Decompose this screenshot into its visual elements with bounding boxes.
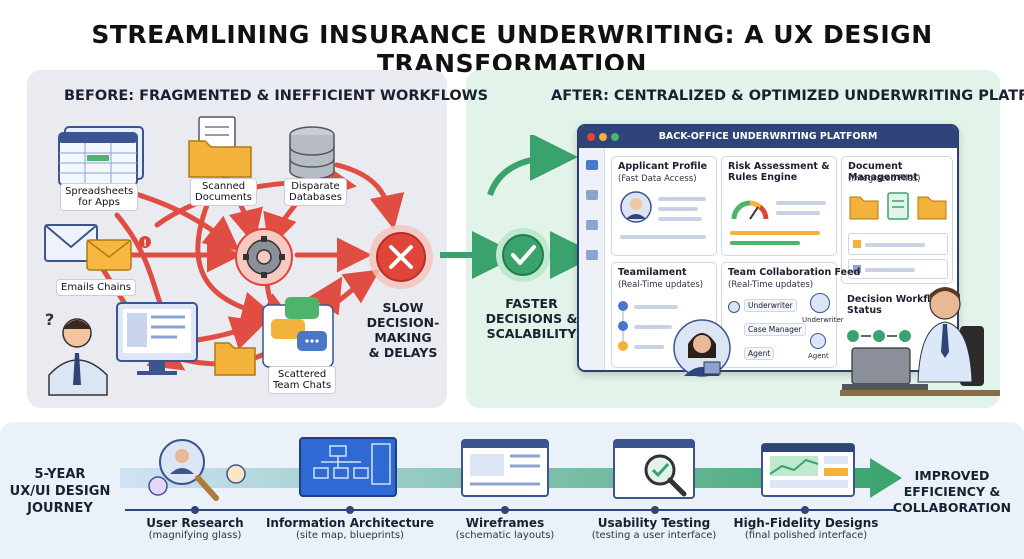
avatar (810, 333, 826, 349)
close-dot-icon[interactable] (587, 133, 595, 141)
maximize-dot-icon[interactable] (611, 133, 619, 141)
chat-bubbles-icon (262, 297, 334, 368)
card-subtitle: (Fast Data Access) (618, 174, 697, 184)
database-icon (289, 126, 335, 180)
step-wireframes: Wireframes (schematic layouts) (435, 516, 575, 541)
risk-assessment-card[interactable]: Risk Assessment & Rules Engine (721, 156, 837, 256)
card-subtitle: (Integrated Files) (848, 174, 921, 184)
stressed-worker-illustration: ? (45, 302, 198, 396)
high-fidelity-design-icon (761, 443, 855, 497)
agent-woman-illustration (673, 319, 731, 377)
underwriter-man-illustration (840, 287, 1000, 396)
card-title: Document Management (848, 161, 918, 183)
sidebar (579, 148, 605, 370)
result-label: IMPROVED EFFICIENCY & COLLABORATION (892, 468, 1012, 515)
step-subtitle: (schematic layouts) (455, 530, 555, 541)
applicant-profile-card[interactable]: Applicant Profile (Fast Data Access) (611, 156, 717, 256)
step-title: Information Architecture (265, 516, 435, 530)
wireframe-icon (461, 439, 549, 497)
step-subtitle: (site map, blueprints) (296, 530, 404, 541)
decision-workflow-card[interactable]: Decision Workflow Status (841, 290, 953, 368)
card-title: Applicant Profile (618, 161, 708, 172)
journey-label: 5-YEAR UX/UI DESIGN JOURNEY (9, 467, 111, 516)
card-title: Teamilament (618, 267, 687, 278)
folder-icon (188, 116, 252, 178)
databases-label: Disparate Databases (284, 178, 347, 206)
avatar (728, 301, 740, 313)
magnifying-glass-icon (148, 439, 246, 501)
card-title: Decision Workflow Status (847, 294, 946, 316)
before-heading: BEFORE: FRAGMENTED & INEFFICIENT WORKFLO… (64, 88, 489, 104)
profile-nav-icon[interactable] (586, 160, 598, 170)
blueprint-icon (299, 437, 397, 497)
team-chats-label: Scattered Team Chats (268, 366, 337, 394)
avatar-label: Underwriter (802, 316, 844, 324)
step-title: High-Fidelity Designs (733, 516, 879, 530)
step-user-research: User Research (magnifying glass) (115, 516, 275, 541)
document-nav-icon[interactable] (586, 250, 598, 260)
emails-label: Emails Chains (56, 279, 136, 296)
step-subtitle: (testing a user interface) (591, 530, 717, 541)
chart-nav-icon[interactable] (586, 220, 598, 230)
step-title: Wireframes (465, 516, 545, 530)
underwriting-platform-window: BACK-OFFICE UNDERWRITING PLATFORM Applic… (577, 124, 959, 372)
avatar (810, 293, 830, 313)
after-heading: AFTER: CENTRALIZED & OPTIMIZED UNDERWRIT… (551, 88, 1024, 104)
people-nav-icon[interactable] (586, 190, 598, 200)
scanned-documents-label: Scanned Documents (190, 178, 258, 206)
faster-decisions-label: FASTER DECISIONS & SCALABILITY (485, 296, 578, 341)
feed-item: Case Manager (744, 323, 806, 336)
error-x-icon (369, 225, 433, 289)
collaboration-feed-card[interactable]: Team Collaboration Feed (Real-Time updat… (721, 262, 860, 368)
folder-icon (849, 192, 947, 220)
journey-timeline (120, 437, 902, 514)
spreadsheet-icon (58, 126, 144, 186)
card-title: Risk Assessment & Rules Engine (728, 161, 830, 183)
transition-illustration (440, 135, 590, 282)
step-subtitle: (final polished interface) (744, 530, 868, 541)
minimize-dot-icon[interactable] (599, 133, 607, 141)
avatar-label: Agent (808, 352, 829, 360)
window-title: BACK-OFFICE UNDERWRITING PLATFORM (658, 131, 878, 142)
gauge-icon (731, 200, 769, 220)
svg-text:!: ! (143, 239, 147, 249)
checkmark-icon (496, 228, 550, 282)
page-title: STREAMLINING INSURANCE UNDERWRITING: A U… (91, 20, 933, 78)
feed-item: Underwriter (744, 299, 797, 312)
envelope-icon: ! (44, 224, 151, 271)
spreadsheets-label: Spreadsheets for Apps (60, 183, 139, 211)
step-information-architecture: Information Architecture (site map, blue… (260, 516, 440, 541)
feed-item: Agent (744, 347, 775, 360)
usability-testing-icon (613, 439, 695, 499)
window-title-bar (579, 126, 957, 148)
step-high-fidelity-designs: High-Fidelity Designs (final polished in… (730, 516, 882, 541)
workflow-status-icon (847, 330, 911, 342)
slow-decisions-label: SLOW DECISION-MAKING & DELAYS (366, 300, 440, 360)
step-usability-testing: Usability Testing (testing a user interf… (578, 516, 730, 541)
before-illustration: ! ? (44, 116, 433, 396)
document-management-card[interactable]: Document Management (Integrated Files) (841, 156, 953, 284)
card-subtitle: (Real-Time updates) (618, 280, 704, 290)
step-title: Usability Testing (597, 516, 711, 530)
avatar (620, 191, 652, 223)
card-title: Team Collaboration Feed (728, 267, 861, 278)
step-title: User Research (146, 516, 244, 530)
card-subtitle: (Real-Time updates) (728, 280, 814, 290)
step-subtitle: (magnifying glass) (148, 530, 242, 541)
gear-icon (235, 228, 293, 286)
folder-icon (214, 342, 256, 376)
svg-text:?: ? (45, 310, 54, 329)
